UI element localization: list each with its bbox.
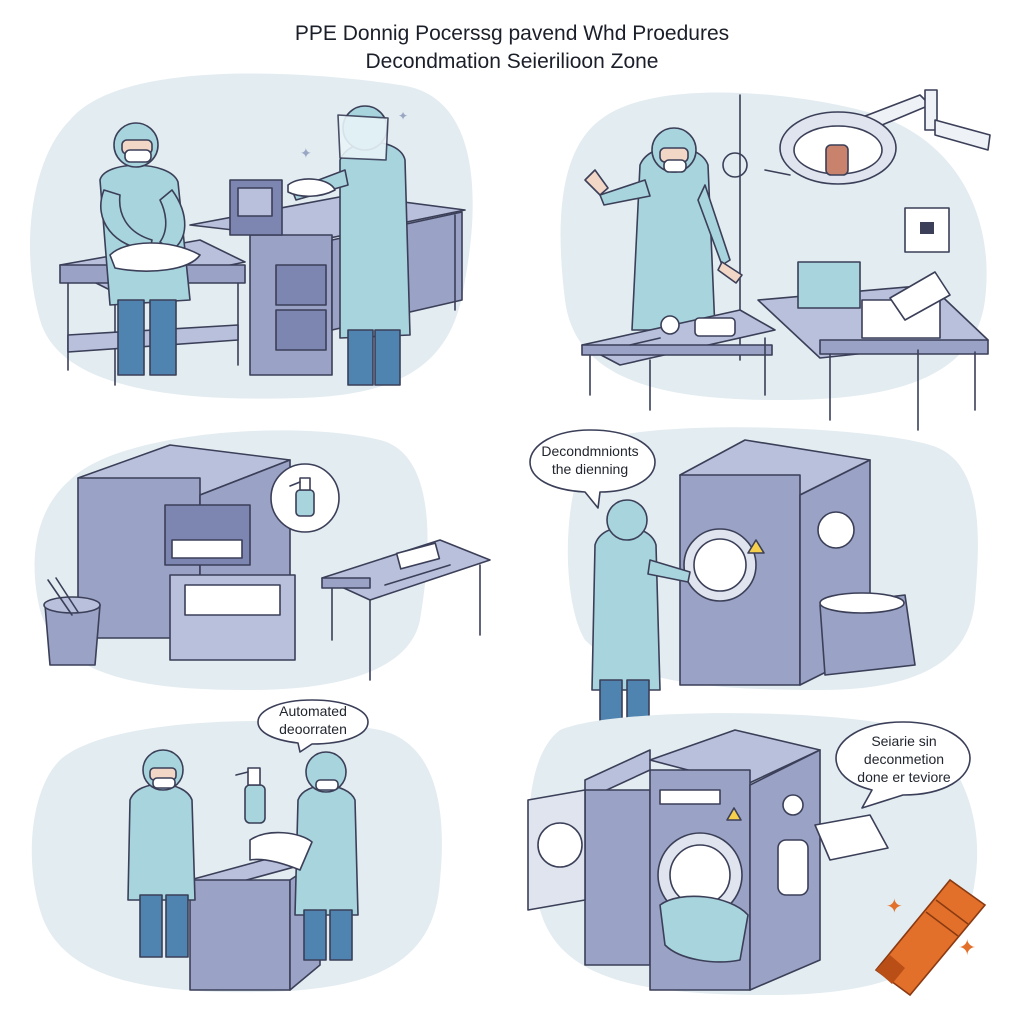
warning-icon [726,807,742,821]
panel-middle-right [567,427,978,726]
speech-bubble-2: Automated deoorraten [258,700,368,740]
panel-middle-left [34,430,491,690]
speech-bubble-shape-3 [835,721,971,809]
speech-bubble-shape-2 [257,699,369,753]
speech-bubble-2-line-2: deoorraten [279,721,347,737]
sparkle-icon: ✦ [958,935,976,960]
speech-bubble-3-line-3: done er teviore [857,769,951,785]
crayon-icon [874,878,987,997]
surgical-lamp-icon [779,89,991,185]
sparkle-icon: ✦ [300,145,312,161]
diagram-title-line-1: PPE Donnig Pocerssg pavend Whd Proedures [294,22,730,45]
worker-ppe-6 [294,751,359,961]
speech-bubble-1-line-2: the dienning [551,461,629,477]
worker-ppe-5 [127,749,196,958]
spray-bottle-icon [235,767,313,871]
sparkle-icon: ✦ [886,896,903,918]
diagram-title-line-2: Decondmation Seierilioon Zone [365,50,659,73]
instrument-tray-table [757,261,989,431]
instrument-table [581,309,776,411]
worker-ppe-2 [287,105,411,386]
speech-bubble-shape-1 [529,429,656,509]
clean-linen-bin [819,592,916,676]
panel-top-left: ✦ ✦ [30,73,473,399]
speech-bubble-3-line-1: Seiarie sin [871,733,937,749]
instrument-tray-wall [814,814,889,861]
speech-bubble-3-line-2: deconmetion [863,751,945,767]
worker-ppe-3 [584,127,743,331]
light-bulb-icon [722,152,748,178]
speech-bubble-2-line-1: Automated [279,703,347,719]
panel-top-right [560,89,991,431]
worker-ppe-1 [99,122,201,376]
panel-bottom-left [31,721,442,993]
automated-washer-left [527,749,651,966]
instrument-trolley [321,539,491,681]
speech-bubble-1: Decondmnionts the dienning [530,432,650,488]
spray-bottle-icon [270,463,340,533]
warning-icon [747,539,765,554]
ultrasonic-washer [77,444,296,661]
speech-bubble-3: Seiarie sin deconmetion done er teviore [836,724,972,794]
sparkle-icon: ✦ [398,109,408,123]
worker-ppe-4 [591,499,691,726]
mop-bucket [43,577,101,666]
speech-bubble-1-line-1: Decondmnionts [541,443,639,459]
automated-washer-main [649,729,821,991]
